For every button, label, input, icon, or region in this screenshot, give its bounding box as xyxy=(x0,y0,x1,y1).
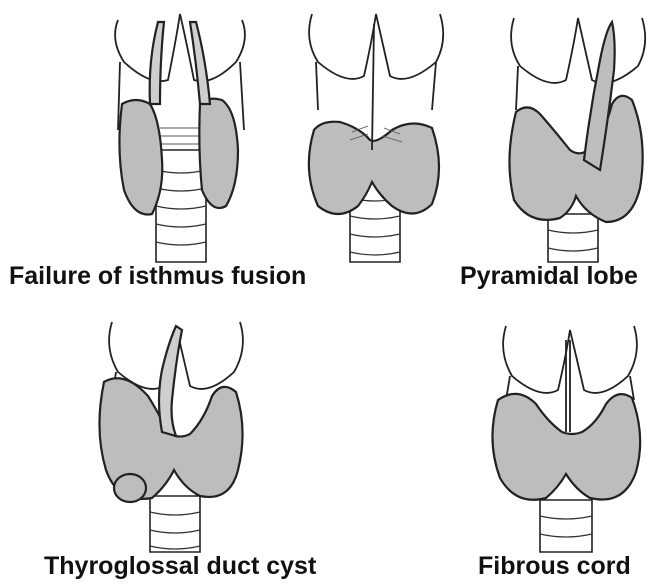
panel-top-center xyxy=(309,14,443,262)
right-thyroid-lobe xyxy=(199,99,238,208)
panel-pyramidal-lobe xyxy=(509,18,645,262)
thyroglossal-cyst xyxy=(114,474,146,502)
trachea xyxy=(548,214,598,262)
thyroid-cartilage-outline xyxy=(115,14,245,81)
caption-pyramidal-lobe: Pyramidal lobe xyxy=(460,262,638,291)
caption-fibrous-cord: Fibrous cord xyxy=(478,552,631,581)
panel-fibrous-cord xyxy=(492,326,640,552)
thyroid-cartilage-outline xyxy=(309,14,443,79)
panel-failure-isthmus-fusion xyxy=(115,14,245,262)
caption-thyroglossal-duct-cyst: Thyroglossal duct cyst xyxy=(44,552,316,581)
trachea xyxy=(540,500,592,552)
left-thyroid-lobe xyxy=(119,100,162,215)
thyroid-cartilage-outline xyxy=(511,18,645,83)
panel-thyroglossal-duct-cyst xyxy=(99,322,242,552)
trachea xyxy=(150,496,200,552)
thyroglossal-duct xyxy=(159,326,182,436)
thyroid-gland xyxy=(509,96,642,222)
caption-failure-isthmus-fusion: Failure of isthmus fusion xyxy=(9,262,306,291)
